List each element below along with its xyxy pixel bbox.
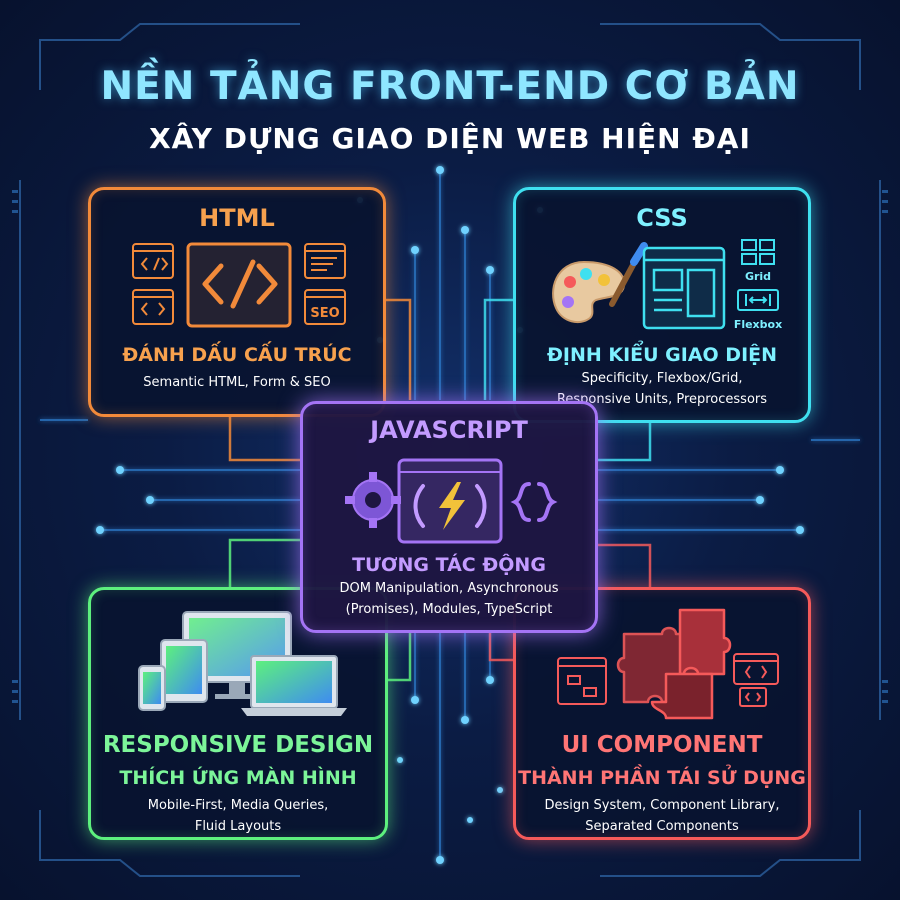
grid-label: Grid	[745, 270, 771, 283]
card-javascript-desc: DOM Manipulation, Asynchronous (Promises…	[309, 578, 589, 620]
card-responsive-desc-line2: Fluid Layouts	[194, 819, 282, 834]
card-css-title: CSS	[636, 204, 688, 232]
card-html: HTML	[88, 187, 386, 417]
card-responsive-desc: Mobile-First, Media Queries, Fluid Layou…	[97, 795, 379, 837]
laptop-icon	[241, 655, 347, 716]
seo-label: SEO	[310, 306, 339, 321]
sub-title: XÂY DỰNG GIAO DIỆN WEB HIỆN ĐẠI	[149, 122, 751, 155]
card-responsive: RESPONSIVE DESIGN THÍCH ỨNG MÀN HÌNH Mob…	[88, 587, 388, 840]
card-css-desc-line1: Specificity, Flexbox/Grid,	[581, 371, 743, 386]
card-ui-desc: Design System, Component Library, Separa…	[522, 795, 802, 837]
gear-icon	[345, 472, 401, 528]
grid-icon	[741, 239, 775, 265]
card-javascript-heading: TƯƠNG TÁC ĐỘNG	[352, 554, 546, 576]
card-responsive-desc-line1: Mobile-First, Media Queries,	[147, 798, 329, 813]
curly-braces-icon	[510, 482, 558, 522]
card-html-heading: ĐÁNH DẤU CẤU TRÚC	[122, 344, 352, 366]
card-css: CSS Grid	[513, 187, 811, 423]
card-ui-heading: THÀNH PHẦN TÁI SỬ DỤNG	[518, 767, 806, 789]
code-brackets-icon	[186, 242, 292, 328]
component-window-icon	[557, 657, 607, 705]
paint-palette-icon	[552, 242, 648, 324]
card-ui-desc-line1: Design System, Component Library,	[544, 798, 780, 813]
card-responsive-heading: THÍCH ỨNG MÀN HÌNH	[119, 767, 357, 789]
layout-window-icon	[642, 246, 726, 330]
flexbox-icon	[737, 289, 779, 311]
function-bolt-window-icon	[397, 458, 503, 544]
seo-window-icon: SEO	[304, 289, 346, 325]
card-html-title: HTML	[199, 204, 275, 232]
javascript-icons	[345, 458, 558, 544]
component-window-icon	[733, 653, 779, 707]
code-window-icon	[132, 243, 174, 279]
card-ui-title: UI COMPONENT	[561, 732, 763, 758]
document-icon	[304, 243, 346, 279]
phone-icon	[138, 665, 166, 711]
puzzle-icon	[616, 608, 732, 720]
css-icons: Grid Flexbox	[552, 239, 782, 331]
card-ui-desc-line2: Separated Components	[585, 819, 739, 834]
card-html-desc: Semantic HTML, Form & SEO	[143, 375, 331, 390]
tablet-icon	[160, 639, 208, 703]
card-css-heading: ĐỊNH KIỂU GIAO DIỆN	[546, 344, 778, 366]
devices-icon	[138, 611, 347, 716]
card-javascript-desc-line1: DOM Manipulation, Asynchronous	[339, 581, 559, 596]
card-javascript-desc-line2: (Promises), Modules, TypeScript	[345, 602, 553, 617]
card-javascript-title: JAVASCRIPT	[370, 416, 528, 444]
html-icons: SEO	[132, 242, 346, 328]
card-responsive-title: RESPONSIVE DESIGN	[102, 732, 374, 758]
flexbox-label: Flexbox	[734, 318, 782, 331]
card-css-desc-line2: Responsive Units, Preprocessors	[556, 392, 768, 407]
card-css-desc: Specificity, Flexbox/Grid, Responsive Un…	[522, 368, 802, 410]
code-window-icon	[132, 289, 174, 325]
card-javascript: JAVASCRIPT TƯƠNG TÁC ĐỘ	[300, 401, 598, 633]
ui-icons	[557, 608, 779, 720]
main-title: NỀN TẢNG FRONT-END CƠ BẢN	[100, 64, 800, 109]
